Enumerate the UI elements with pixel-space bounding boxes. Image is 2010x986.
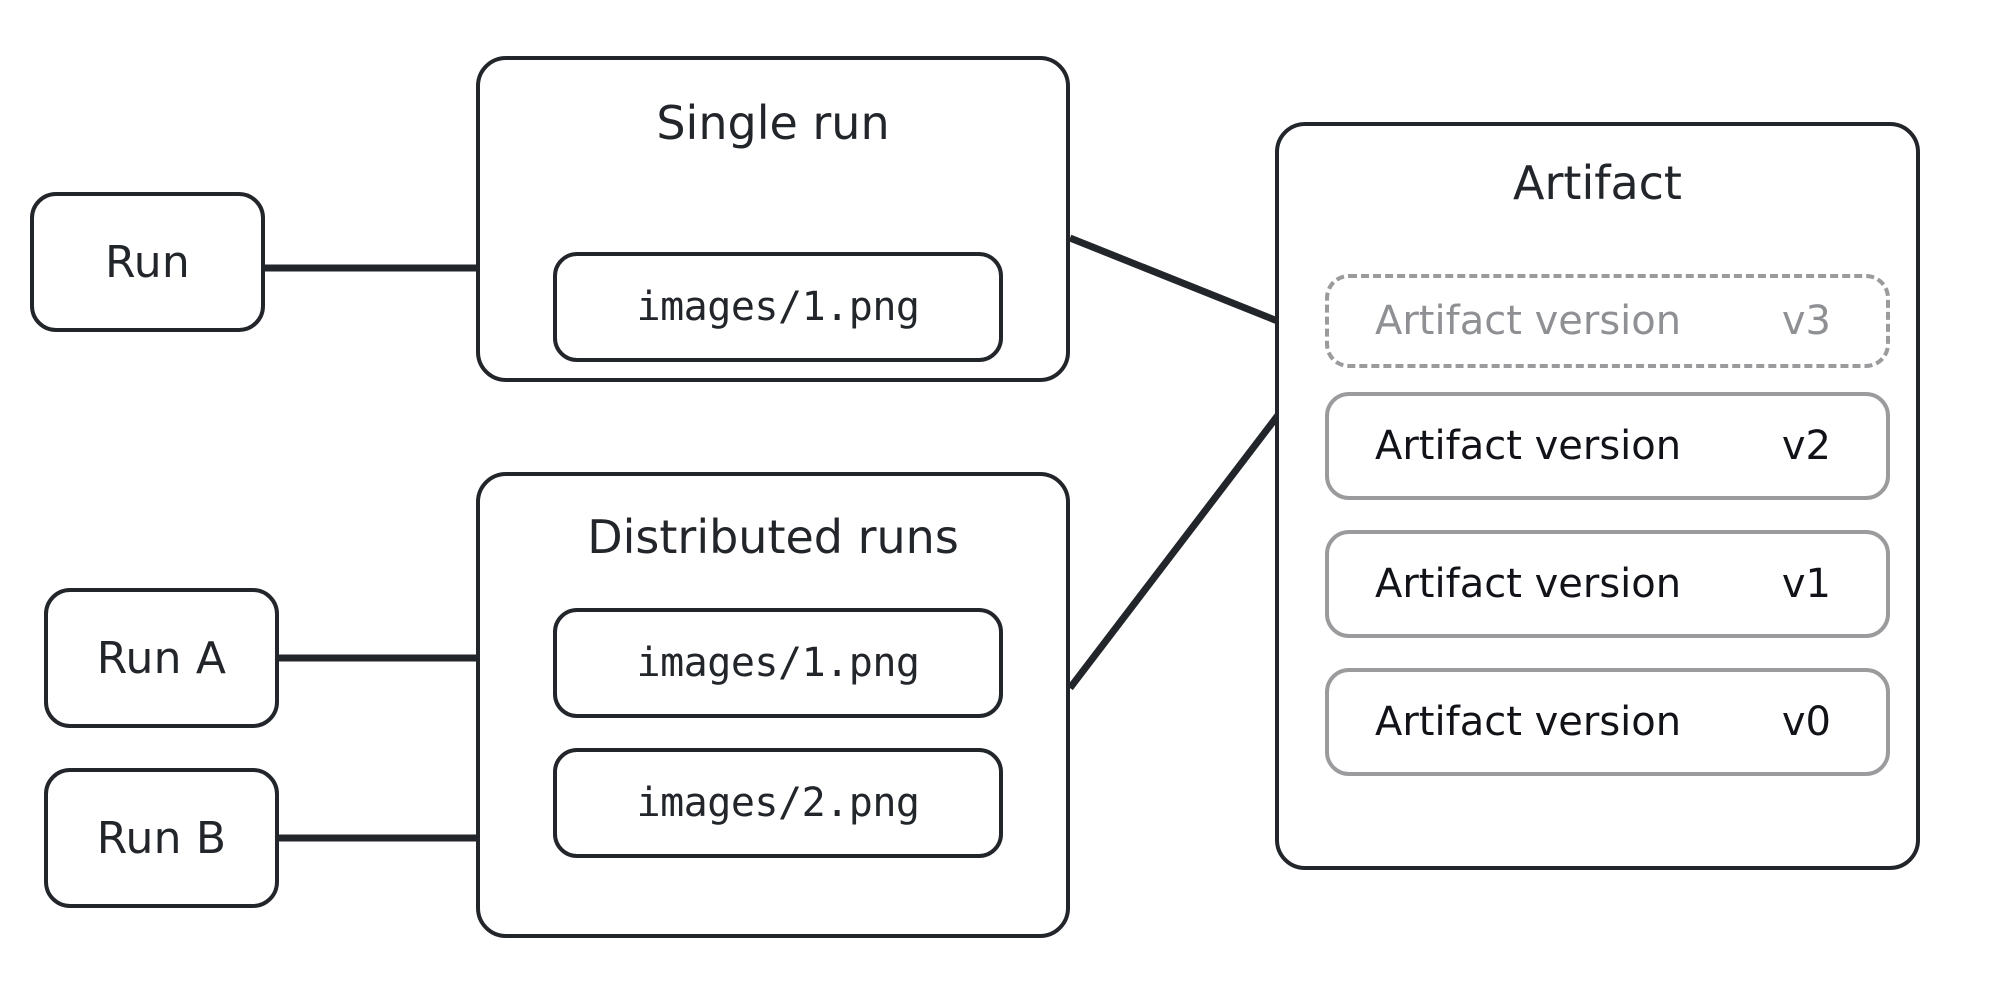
artifact-version-v2[interactable]: Artifact version v2 — [1325, 392, 1890, 500]
file-box-label: images/1.png — [636, 640, 920, 686]
artifact-version-tag: v0 — [1781, 699, 1831, 745]
file-box-distributed-1[interactable]: images/1.png — [553, 608, 1003, 718]
artifact-version-tag: v2 — [1781, 423, 1831, 469]
artifact-version-tag: v3 — [1781, 298, 1831, 344]
artifact-version-v1[interactable]: Artifact version v1 — [1325, 530, 1890, 638]
group-panel-single-run: Single run images/1.png — [476, 56, 1070, 382]
file-box-distributed-2[interactable]: images/2.png — [553, 748, 1003, 858]
artifact-version-v0[interactable]: Artifact version v0 — [1325, 668, 1890, 776]
artifact-version-label: Artifact version — [1375, 423, 1682, 469]
file-box-single-run-1[interactable]: images/1.png — [553, 252, 1003, 362]
file-box-label: images/2.png — [636, 780, 920, 826]
run-box-run-b[interactable]: Run B — [44, 768, 279, 908]
artifact-panel-title: Artifact — [1513, 156, 1682, 210]
artifact-version-v3[interactable]: Artifact version v3 — [1325, 274, 1890, 368]
group-title-single-run: Single run — [656, 96, 890, 150]
run-box-label: Run — [105, 236, 190, 288]
artifact-version-label: Artifact version — [1375, 298, 1682, 344]
artifact-version-tag: v1 — [1781, 561, 1831, 607]
group-panel-distributed-runs: Distributed runs images/1.png images/2.p… — [476, 472, 1070, 938]
artifact-panel: Artifact Artifact version v3 Artifact ve… — [1275, 122, 1920, 870]
artifact-version-label: Artifact version — [1375, 699, 1682, 745]
artifact-version-label: Artifact version — [1375, 561, 1682, 607]
run-box-label: Run B — [96, 812, 227, 864]
file-box-label: images/1.png — [636, 284, 920, 330]
run-box-run[interactable]: Run — [30, 192, 265, 332]
run-box-run-a[interactable]: Run A — [44, 588, 279, 728]
group-title-distributed-runs: Distributed runs — [587, 510, 959, 564]
run-box-label: Run A — [96, 632, 227, 684]
